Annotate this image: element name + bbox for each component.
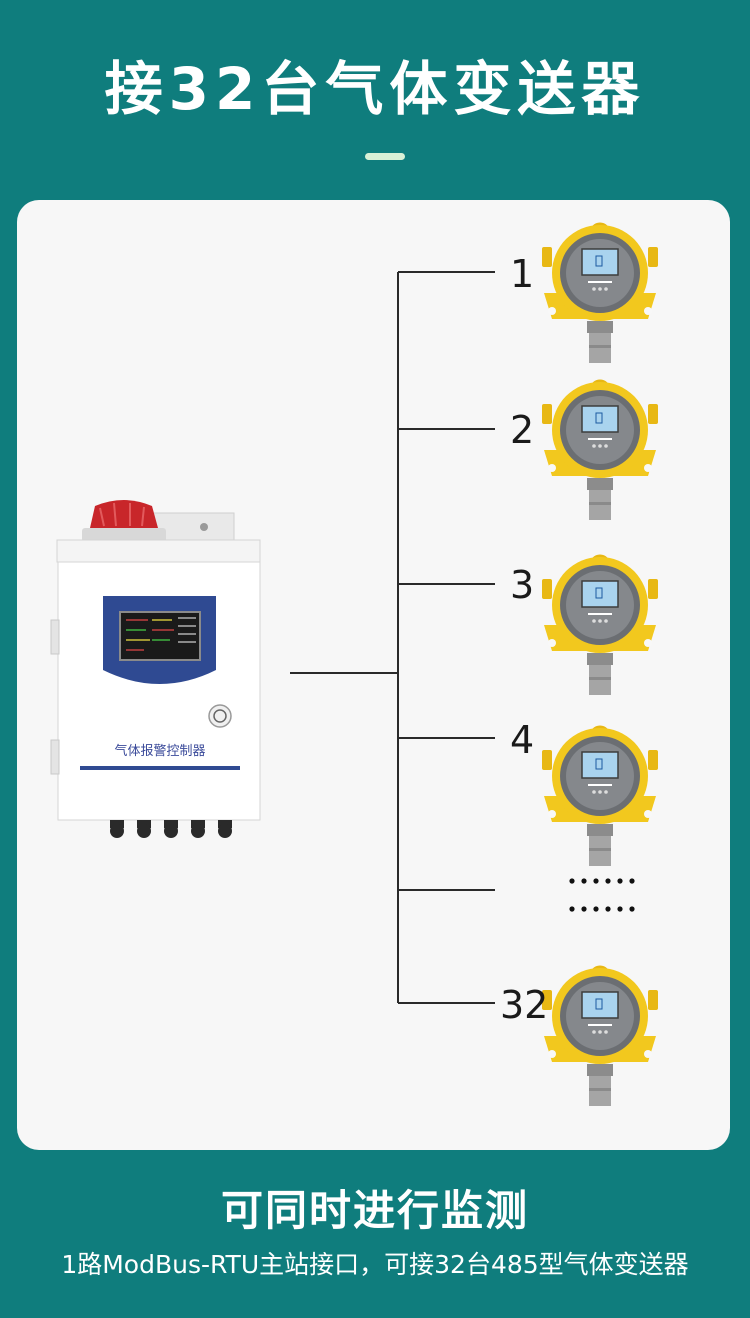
gas-transmitter-4-icon [542, 728, 658, 866]
alarm-light-icon [82, 500, 166, 542]
cable-glands [110, 820, 232, 838]
transmitter-number-4: 4 [510, 718, 535, 762]
transmitter-number-2: 2 [510, 408, 535, 452]
power-knob-icon [208, 704, 232, 728]
page-title: 接32台气体变送器 [104, 55, 646, 123]
footer-description: 1路ModBus-RTU主站接口，可接32台485型气体变送器 [61, 1250, 689, 1279]
transmitter-number-1: 1 [510, 252, 535, 296]
ellipsis-dots [569, 878, 635, 912]
footer-headline: 可同时进行监测 [220, 1186, 529, 1235]
gas-transmitter-1-icon [542, 225, 658, 363]
controller-cabinet [50, 500, 261, 838]
wiring-lines [290, 271, 495, 1004]
title-divider [365, 153, 405, 160]
gas-transmitter-32-icon [542, 968, 658, 1106]
gas-transmitter-3-icon [542, 557, 658, 695]
transmitter-number-3: 3 [510, 563, 535, 607]
transmitter-number-32: 32 [500, 983, 549, 1027]
gas-transmitter-2-icon [542, 382, 658, 520]
controller-label: 气体报警控制器 [114, 744, 206, 759]
